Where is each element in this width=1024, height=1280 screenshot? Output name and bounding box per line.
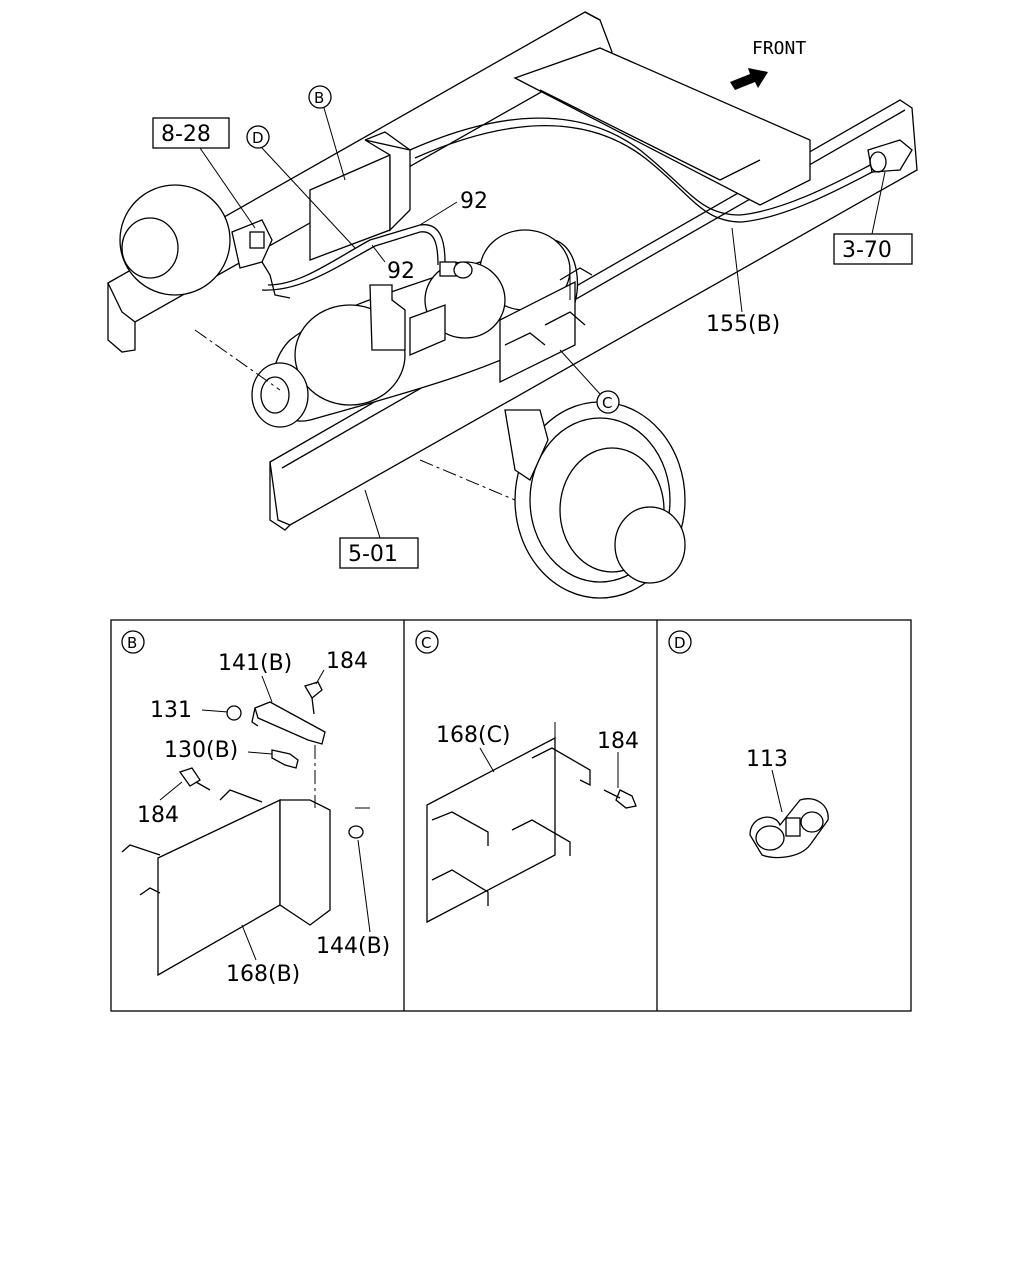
ref-8-28-label: 8-28 (161, 122, 211, 147)
label-184-top: 184 (326, 649, 368, 674)
panel-c-circle-label: C (421, 634, 431, 652)
callout-b-top-label: B (314, 89, 324, 107)
harness-lines (261, 117, 883, 291)
part-92-lower: 92 (387, 259, 415, 284)
label-184-lower: 184 (137, 803, 179, 828)
label-144b: 144(B) (316, 934, 390, 959)
bracket-c-mount (499, 267, 593, 384)
panel-b-circle (121, 630, 145, 654)
panel-c: C 168(C) 184 (415, 630, 639, 924)
hub-left (251, 362, 309, 428)
ref-box-8-28 (152, 117, 230, 149)
clip-113 (749, 798, 829, 859)
nut-144b (348, 825, 364, 839)
differential-bracket (369, 284, 406, 351)
axle-housing (194, 229, 579, 501)
nut-131 (226, 705, 242, 721)
front-arrow-icon (730, 68, 768, 90)
label-168b: 168(B) (226, 962, 300, 987)
part-92-upper: 92 (460, 189, 488, 214)
label-184-c: 184 (597, 729, 639, 754)
callout-b-top (308, 85, 332, 109)
ref-box-5-01 (339, 537, 419, 569)
detail-panels: B 141(B) 1 (110, 619, 912, 1012)
ref-5-01-label: 5-01 (348, 542, 398, 567)
frame-rail-rear-web (107, 283, 136, 353)
panel-b: B 141(B) 1 (121, 630, 390, 987)
label-168c: 168(C) (436, 723, 511, 748)
callout-d-top-label: D (252, 129, 264, 147)
bolt-184-c (615, 789, 637, 809)
panel-c-circle (415, 630, 439, 654)
bolt-184-top (304, 681, 323, 699)
detail-frame (110, 619, 912, 1012)
frame-rail-front (269, 99, 918, 526)
box-b-mount (309, 131, 411, 261)
sensor-3-70 (867, 139, 913, 173)
plate-168c (426, 736, 556, 924)
chassis-assembly: FRONT 8-28 D B 92 92 3-70 155(B) C 5-01 (107, 11, 918, 599)
callout-d-top (246, 125, 270, 149)
callout-c-top (596, 390, 620, 414)
ref-box-3-70 (833, 233, 913, 265)
panel-b-circle-label: B (127, 634, 137, 652)
rear-wheel-left (119, 184, 231, 296)
part-155b: 155(B) (706, 312, 780, 337)
bolt-130b (271, 749, 299, 769)
ref-3-70-label: 3-70 (842, 238, 892, 263)
label-131: 131 (150, 698, 192, 723)
label-141b: 141(B) (218, 651, 292, 676)
sensor-8-28 (231, 219, 291, 299)
panel-d: D 113 (668, 630, 829, 859)
panel-d-circle (668, 630, 692, 654)
panel-d-circle-label: D (674, 634, 686, 652)
front-label: FRONT (752, 38, 806, 59)
label-113: 113 (746, 747, 788, 772)
callout-c-top-label: C (602, 394, 612, 412)
rear-wheel-right (504, 401, 686, 599)
cross-member (513, 47, 811, 206)
bolt-184-lower (178, 767, 201, 787)
bracket-141b (254, 701, 326, 745)
box-168b-side (279, 799, 331, 926)
label-130b: 130(B) (164, 738, 238, 763)
